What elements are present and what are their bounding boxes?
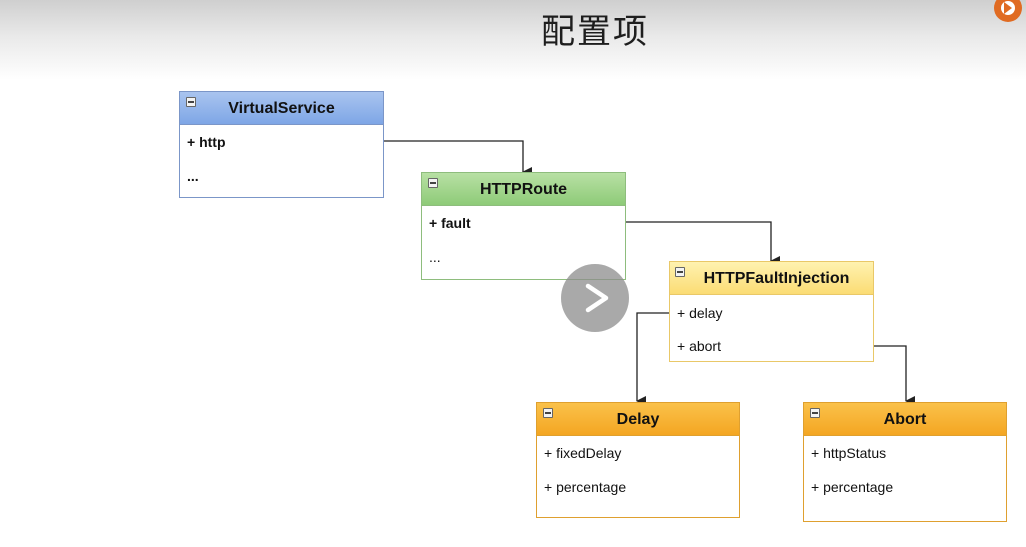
page-title: 配置项 [541, 12, 649, 52]
collapse-icon[interactable] [186, 97, 196, 107]
faultinjection-header: HTTPFaultInjection [670, 262, 873, 295]
virtualservice-class-box: VirtualService + http ... [179, 91, 384, 198]
collapse-icon[interactable] [675, 267, 685, 277]
delay-header: Delay [537, 403, 739, 436]
brand-logo-icon [990, 0, 1026, 30]
play-icon [585, 283, 609, 313]
abort-header: Abort [804, 403, 1006, 436]
collapse-icon[interactable] [543, 408, 553, 418]
title-banner [0, 0, 1026, 80]
connector-abort-to-abort [874, 345, 915, 406]
connector-http-to-httproute [384, 140, 532, 177]
connector-delay-to-delay [636, 312, 670, 406]
httproute-class-box: HTTPRoute + fault ... [421, 172, 626, 280]
faultinjection-field-abort: + abort [677, 338, 721, 354]
delay-name: Delay [616, 411, 660, 428]
abort-field-percentage: + percentage [811, 479, 894, 495]
httproute-field-more: ... [429, 249, 441, 265]
virtualservice-name: VirtualService [228, 100, 335, 117]
collapse-icon[interactable] [810, 408, 820, 418]
delay-field-fixeddelay: + fixedDelay [544, 445, 622, 461]
delay-field-percentage: + percentage [544, 479, 627, 495]
httproute-field-fault: + fault [429, 215, 471, 231]
abort-name: Abort [883, 411, 927, 428]
faultinjection-field-delay: + delay [677, 305, 723, 321]
virtualservice-field-more: ... [187, 168, 199, 184]
abort-field-httpstatus: + httpStatus [811, 445, 887, 461]
faultinjection-name: HTTPFaultInjection [703, 270, 850, 287]
delay-class-box: Delay + fixedDelay + percentage [536, 402, 740, 518]
play-button[interactable] [561, 264, 629, 332]
collapse-icon[interactable] [428, 178, 438, 188]
abort-class-box: Abort + httpStatus + percentage [803, 402, 1007, 522]
virtualservice-header: VirtualService [180, 92, 383, 125]
connector-fault-to-faultinjection [626, 221, 780, 266]
virtualservice-field-http: + http [187, 134, 226, 150]
httproute-header: HTTPRoute [422, 173, 625, 206]
httproute-name: HTTPRoute [479, 181, 568, 198]
faultinjection-class-box: HTTPFaultInjection + delay + abort [669, 261, 874, 362]
